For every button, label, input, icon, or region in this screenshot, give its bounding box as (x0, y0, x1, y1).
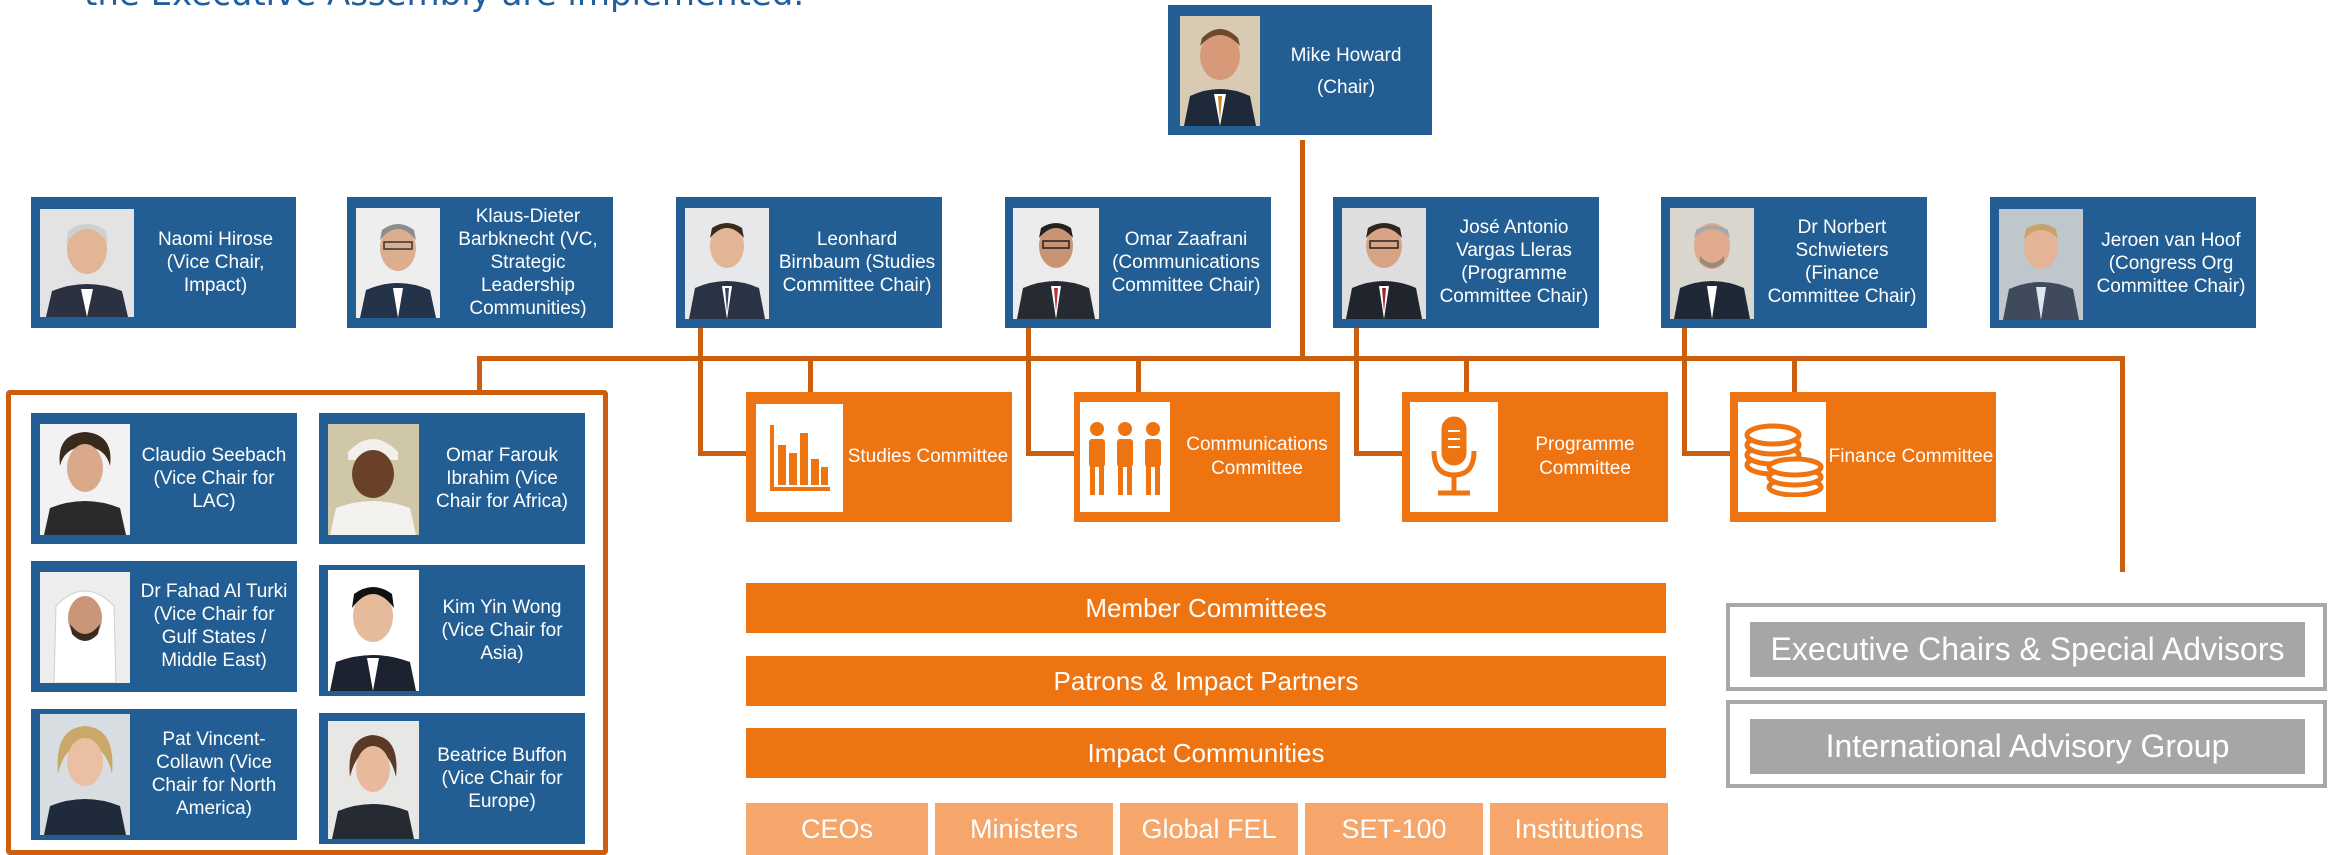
sub-box-ceos: CEOs (746, 803, 928, 855)
person-card-schwieters: Dr Norbert Schwieters (Finance Committee… (1661, 197, 1927, 328)
connector-vargas-programme-h (1354, 451, 1402, 456)
connector-vargas-programme-v (1354, 328, 1359, 456)
person-name: Dr Fahad Al Turki (Vice Chair for Gulf S… (140, 581, 288, 671)
connector-finance-top (1792, 356, 1797, 392)
bar-chart-icon (756, 404, 843, 512)
connector-birnbaum-studies-h (698, 451, 746, 456)
person-card-seebach: Claudio Seebach (Vice Chair for LAC) (31, 413, 297, 544)
committee-finance: Finance Committee (1730, 392, 1996, 522)
person-photo (1999, 209, 2083, 320)
committee-programme: Programme Committee (1402, 392, 1668, 522)
person-name: Kim Yin Wong (Vice Chair for Asia) (441, 596, 563, 664)
person-photo (356, 208, 440, 318)
chair-name: Mike Howard (1290, 44, 1402, 66)
advisory-international-group: International Advisory Group (1750, 719, 2305, 774)
connector-birnbaum-studies-v (698, 328, 703, 456)
person-name: Omar Zaafrani (Communications Committee … (1111, 228, 1261, 296)
header-note: the Executive Assembly are implemented. (84, 0, 804, 14)
person-photo (1342, 208, 1426, 319)
person-card-barbknecht: Klaus-Dieter Barbknecht (VC, Strategic L… (347, 197, 613, 328)
connector-comms-top (1136, 356, 1141, 392)
person-photo (328, 721, 419, 839)
regional-vice-chairs-frame (6, 390, 608, 855)
bar-member-committees: Member Committees (746, 583, 1666, 633)
chair-role: (Chair) (1316, 76, 1376, 98)
bar-patrons-impact-partners: Patrons & Impact Partners (746, 656, 1666, 706)
person-photo (40, 714, 130, 835)
connector-horizontal-main (477, 356, 2125, 361)
person-photo (40, 209, 134, 317)
connector-right-end (2120, 356, 2125, 572)
person-card-hirose: Naomi Hirose (Vice Chair, Impact) (31, 197, 296, 328)
person-name-block: Jeroen van Hoof (Congress Org Committee … (2090, 215, 2252, 311)
person-card-vincent-collawn: Pat Vincent-Collawn (Vice Chair for Nort… (31, 709, 297, 840)
connector-vice-frame (477, 356, 482, 392)
person-card-birnbaum: Leonhard Birnbaum (Studies Committee Cha… (676, 197, 942, 328)
chair-card: Mike Howard (Chair) (1168, 5, 1432, 135)
person-card-buffon: Beatrice Buffon (Vice Chair for Europe) (319, 713, 585, 844)
microphone-icon (1410, 402, 1498, 512)
sub-box-ministers: Ministers (935, 803, 1113, 855)
person-card-al-turki: Dr Fahad Al Turki (Vice Chair for Gulf S… (31, 561, 297, 692)
person-photo (328, 570, 419, 691)
committee-studies: Studies Committee (746, 392, 1012, 522)
committee-label: Studies Committee (847, 446, 1009, 467)
person-name: Omar Farouk Ibrahim (Vice Chair for Afri… (436, 444, 568, 512)
bar-impact-communities: Impact Communities (746, 728, 1666, 778)
person-photo (1013, 208, 1099, 319)
person-photo (328, 424, 419, 535)
person-name: Jeroen van Hoof (Congress Org Committee … (2096, 229, 2246, 297)
connector-schwieters-finance-h (1682, 451, 1730, 456)
committee-label: Communications Committee (1186, 434, 1328, 479)
committee-label: Finance Committee (1828, 446, 1994, 467)
person-photo (40, 572, 130, 683)
people-icon (1080, 402, 1170, 512)
connector-studies-top (808, 356, 813, 392)
committee-label: Programme Committee (1535, 434, 1635, 479)
person-name: Pat Vincent-Collawn (Vice Chair for Nort… (151, 729, 277, 819)
person-name: Klaus-Dieter Barbknecht (VC, Strategic L… (458, 205, 598, 319)
person-name: Dr Norbert Schwieters (Finance Committee… (1767, 217, 1917, 307)
person-card-zaafrani: Omar Zaafrani (Communications Committee … (1005, 197, 1271, 328)
person-card-wong: Kim Yin Wong (Vice Chair for Asia) (319, 565, 585, 696)
person-name: Claudio Seebach (Vice Chair for LAC) (141, 444, 287, 512)
person-photo (40, 424, 130, 535)
connector-zaafrani-comms-h (1026, 451, 1074, 456)
sub-box-set-100: SET-100 (1305, 803, 1483, 855)
coins-icon (1738, 402, 1826, 512)
person-name: Leonhard Birnbaum (Studies Committee Cha… (778, 228, 936, 296)
sub-box-institutions: Institutions (1490, 803, 1668, 855)
person-card-ibrahim: Omar Farouk Ibrahim (Vice Chair for Afri… (319, 413, 585, 544)
person-name: Beatrice Buffon (Vice Chair for Europe) (437, 744, 567, 812)
chair-photo (1180, 16, 1260, 126)
advisory-executive-chairs: Executive Chairs & Special Advisors (1750, 622, 2305, 677)
connector-zaafrani-comms-v (1026, 328, 1031, 456)
connector-schwieters-finance-v (1682, 328, 1687, 456)
person-card-vargas: José Antonio Vargas Lleras (Programme Co… (1333, 197, 1599, 328)
person-name: Naomi Hirose (Vice Chair, Impact) (157, 228, 274, 296)
sub-box-global-fel: Global FEL (1120, 803, 1298, 855)
person-photo (1670, 208, 1754, 319)
connector-chair-down (1300, 140, 1305, 360)
person-name: José Antonio Vargas Lleras (Programme Co… (1439, 217, 1589, 307)
connector-programme-top (1464, 356, 1469, 392)
chair-name-block: Mike Howard (Chair) (1264, 31, 1428, 111)
person-photo (685, 208, 769, 319)
advisory-frame-international: International Advisory Group (1726, 700, 2327, 788)
person-card-van-hoof: Jeroen van Hoof (Congress Org Committee … (1990, 197, 2256, 328)
committee-communications: Communications Committee (1074, 392, 1340, 522)
advisory-frame-executive: Executive Chairs & Special Advisors (1726, 603, 2327, 691)
